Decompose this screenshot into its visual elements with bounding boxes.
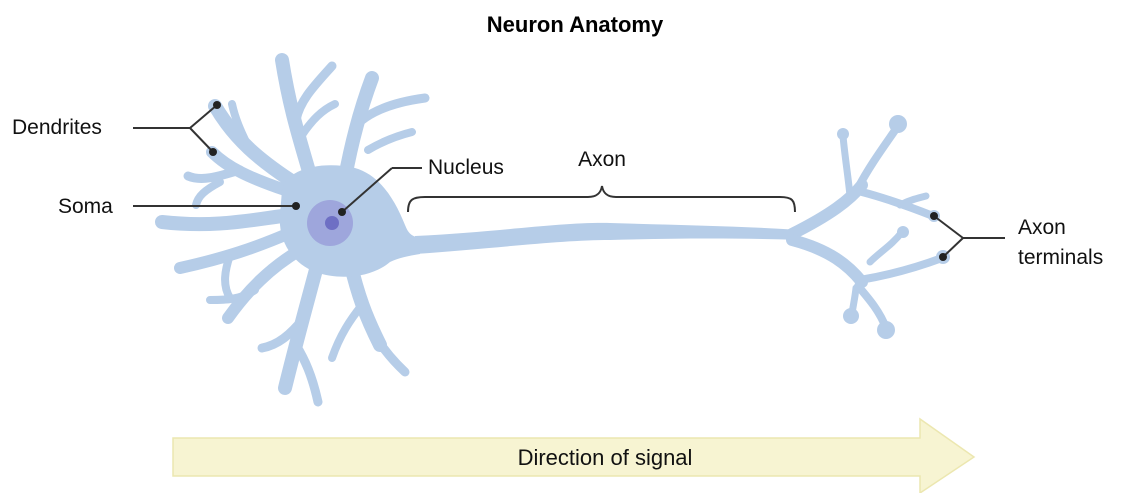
nucleus-label: Nucleus: [428, 156, 504, 179]
terminal-bulb: [877, 321, 895, 339]
dendrite-branch: [332, 305, 362, 358]
dendrite-branch: [362, 98, 425, 120]
nucleus-pointer-dot: [338, 208, 346, 216]
soma-pointer-dot: [292, 202, 300, 210]
soma-label: Soma: [58, 195, 113, 218]
terminal-bulb: [897, 226, 909, 238]
signal-arrow-label: Direction of signal: [518, 445, 693, 470]
terminal-branch: [900, 196, 926, 205]
diagram-title: Neuron Anatomy: [487, 12, 664, 37]
dendrite-branch: [345, 78, 372, 178]
axon-terminals-pointer-dot: [939, 253, 947, 261]
terminal-branch: [858, 286, 886, 328]
axon-terminals-annotation: Axon terminals: [930, 212, 1103, 269]
terminal-branch: [870, 232, 902, 262]
dendrite-branch: [196, 182, 220, 205]
dendrite-branch: [228, 250, 300, 318]
terminal-bulb: [837, 128, 849, 140]
dendrite-branch: [368, 132, 412, 150]
dendrites-pointer-dot: [209, 148, 217, 156]
terminal-branch: [858, 126, 898, 188]
dendrites-pointer-dot: [213, 101, 221, 109]
dendrite-branch: [296, 345, 318, 402]
axon-shaft: [415, 223, 800, 254]
dendrites-leader: [190, 128, 213, 152]
terminal-branch: [843, 136, 850, 196]
terminal-bulb: [843, 308, 859, 324]
dendrites-label: Dendrites: [12, 116, 102, 139]
signal-direction-arrow: Direction of signal: [173, 419, 974, 493]
axon-terminals-leader: [943, 238, 963, 257]
dendrite-branch: [162, 215, 290, 224]
neuron: [162, 60, 950, 402]
dendrite-branch: [225, 255, 230, 298]
axon-brace: [408, 186, 795, 212]
terminal-bulb: [889, 115, 907, 133]
axon-terminals-leader: [934, 216, 963, 238]
dendrite-branch: [302, 104, 335, 135]
nucleus-inner: [325, 216, 339, 230]
dendrite-branch: [188, 170, 240, 178]
axon-terminal-branches: [792, 126, 942, 328]
axon-terminals-pointer-dot: [930, 212, 938, 220]
dendrites-annotation: Dendrites: [12, 101, 221, 156]
axon-terminals-label-line2: terminals: [1018, 246, 1103, 269]
axon-terminals-label-line1: Axon: [1018, 216, 1066, 239]
terminal-branch: [792, 240, 862, 282]
dendrites-leader: [190, 105, 217, 128]
axon-label: Axon: [578, 148, 626, 171]
